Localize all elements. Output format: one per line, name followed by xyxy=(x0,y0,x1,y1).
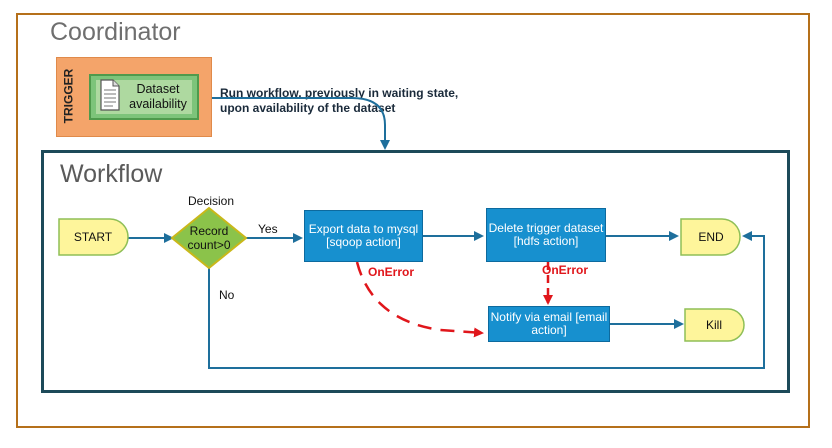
workflow-title: Workflow xyxy=(60,160,163,188)
coordinator-title: Coordinator xyxy=(50,18,181,46)
export-action-node[interactable]: Export data to mysql [sqoop action] xyxy=(304,210,423,262)
kill-node xyxy=(684,308,745,342)
trigger-note: Run workflow, previously in waiting stat… xyxy=(220,86,459,115)
start-label: START xyxy=(73,230,113,244)
coordinator-frame xyxy=(16,13,810,428)
onerror-label-export: OnError xyxy=(368,265,415,279)
kill-label: Kill xyxy=(705,318,722,332)
delete-action-node[interactable]: Delete trigger dataset [hdfs action] xyxy=(486,208,606,262)
end-label: END xyxy=(698,230,724,244)
notify-action-node[interactable]: Notify via email [email action] xyxy=(488,306,610,342)
onerror-label-delete: OnError xyxy=(542,263,589,277)
start-node xyxy=(58,218,129,256)
workflow-frame xyxy=(41,150,790,393)
yes-edge-label: Yes xyxy=(258,222,278,236)
decision-caption: Decision xyxy=(187,194,235,208)
decision-label[interactable]: Record count>0 xyxy=(187,224,231,252)
end-node xyxy=(680,218,741,256)
edge-export-onerror xyxy=(355,261,484,338)
edge-decision-no xyxy=(208,231,765,369)
dataset-availability-label: Dataset availability xyxy=(129,82,187,111)
no-edge-label: No xyxy=(219,288,235,302)
decision-node xyxy=(170,206,248,270)
document-icon xyxy=(100,79,120,111)
edge-trigger-to-workflow xyxy=(212,97,390,150)
